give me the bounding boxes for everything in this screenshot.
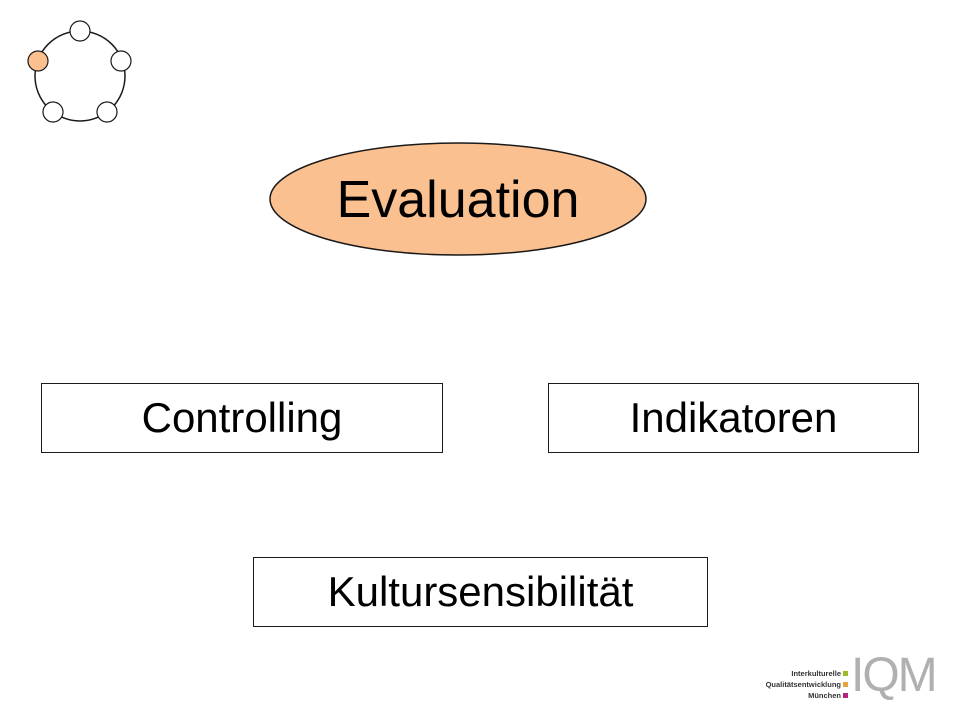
cycle-node-top: [69, 20, 91, 42]
title-text: Evaluation: [337, 171, 580, 229]
logo-line-2: Qualitätsentwicklung: [765, 680, 841, 689]
kultursensibilitaet-label: Kultursensibilität: [327, 568, 634, 615]
logo-square-green: [843, 671, 848, 676]
cycle-node-active: [27, 50, 49, 72]
indikatoren-box: Indikatoren: [548, 383, 919, 453]
logo-wordmark: IQM: [851, 649, 938, 702]
title-ellipse: Evaluation: [269, 142, 647, 256]
logo-square-orange: [843, 682, 848, 687]
cycle-icon: [27, 20, 132, 123]
logo-line-3: München: [808, 691, 841, 700]
controlling-label: Controlling: [141, 394, 343, 441]
controlling-box: Controlling: [41, 383, 443, 453]
indikatoren-label: Indikatoren: [629, 394, 838, 441]
kultursensibilitaet-box: Kultursensibilität: [253, 557, 708, 627]
iqm-logo: Interkulturelle Qualitätsentwicklung Mün…: [765, 650, 955, 710]
cycle-node-bottom-right: [96, 101, 118, 123]
logo-line-1: Interkulturelle: [791, 669, 841, 678]
cycle-node-right: [110, 50, 132, 72]
logo-square-magenta: [843, 693, 848, 698]
cycle-node-bottom-left: [42, 101, 64, 123]
